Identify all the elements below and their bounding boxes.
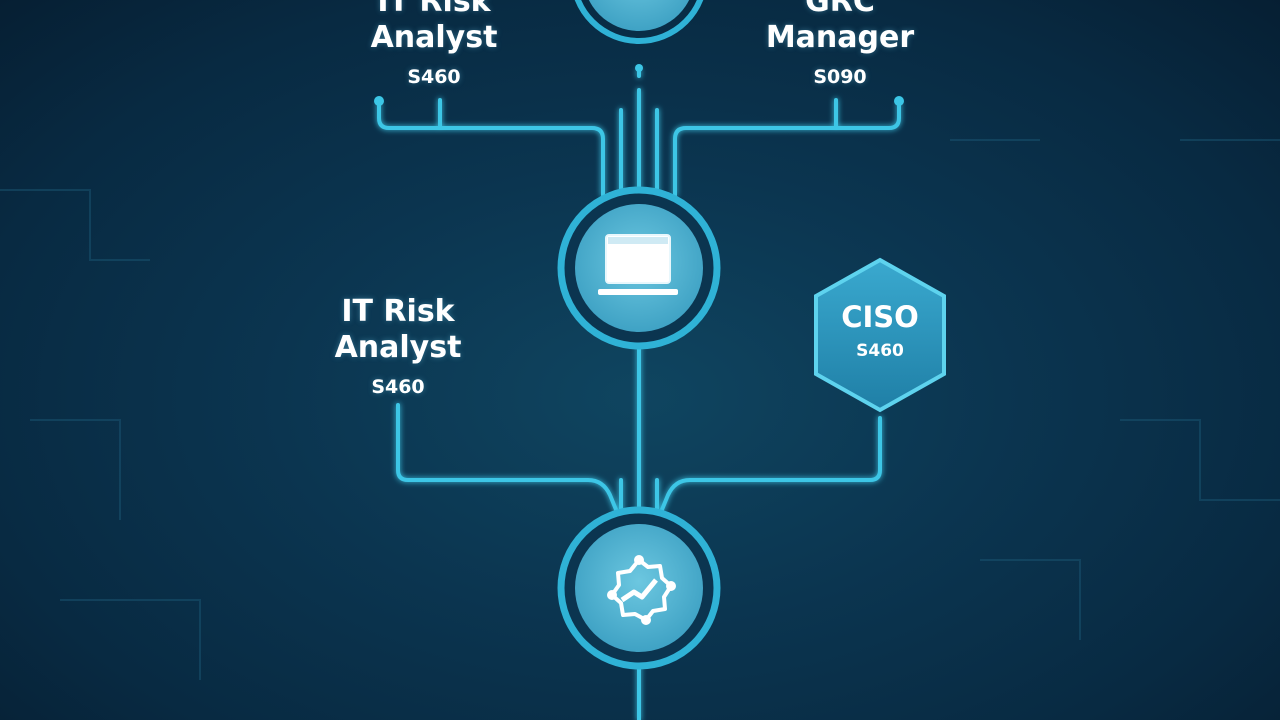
background-circuits — [0, 139, 1280, 680]
laptop-icon — [598, 234, 678, 295]
gear-chart-icon — [607, 555, 676, 625]
node-top-left-title-line1: IT Risk — [377, 0, 491, 19]
ciso-hexagon-node[interactable] — [814, 257, 946, 413]
node-middle-left-title-line1: IT Risk — [341, 294, 455, 329]
middle-circle-node[interactable] — [557, 186, 721, 350]
node-top-left-title-line2: Analyst — [370, 20, 498, 55]
node-ciso-title: CISO — [841, 300, 919, 334]
bottom-circle-node[interactable] — [557, 506, 721, 670]
connector-top-right — [673, 101, 901, 197]
node-middle-left-label: IT Risk Analyst S460 — [298, 294, 498, 400]
node-top-right-label: GRC Manager S090 — [740, 0, 940, 90]
connector-middle-left — [396, 403, 619, 514]
connector-top-left — [377, 101, 605, 197]
node-middle-left-title-line2: Analyst — [334, 330, 462, 365]
node-top-right-code: S090 — [813, 66, 867, 88]
node-top-left-code: S460 — [407, 66, 461, 88]
node-top-left-label: IT Risk Analyst S460 — [334, 0, 534, 90]
connector-ciso — [659, 416, 882, 514]
node-top-right-title-line1: GRC — [805, 0, 875, 19]
connector-endpoints — [374, 64, 904, 106]
node-ciso-label: CISO S460 — [816, 300, 944, 362]
node-middle-left-code: S460 — [371, 376, 425, 398]
node-top-right-title-line2: Manager — [765, 20, 915, 55]
node-ciso-code: S460 — [856, 341, 904, 361]
top-circle-node[interactable] — [573, 0, 705, 44]
